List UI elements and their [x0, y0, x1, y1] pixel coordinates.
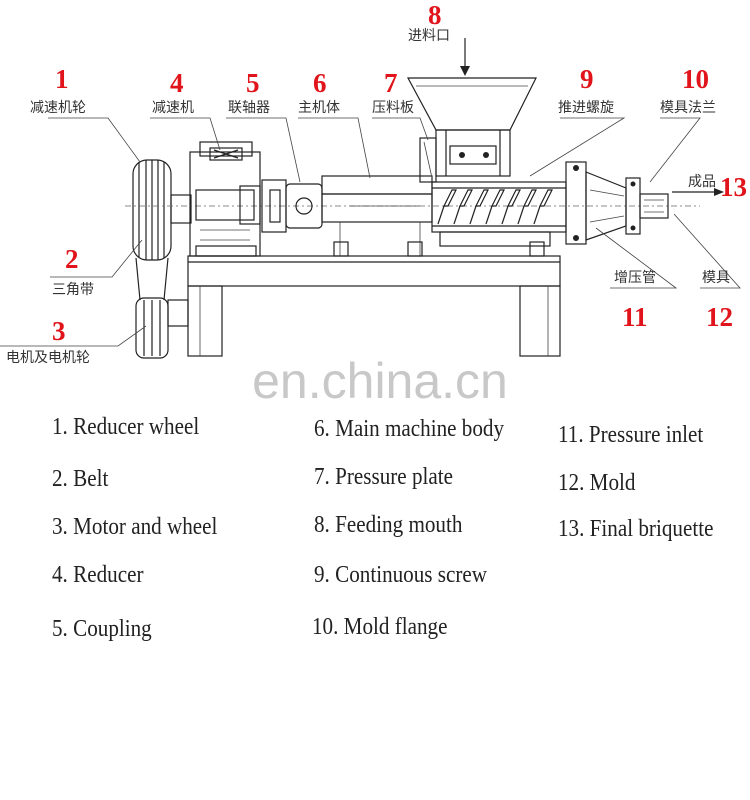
callout-number-12: 12: [706, 302, 733, 332]
callout-number-10: 10: [682, 64, 709, 94]
callout-label-4: 减速机: [152, 100, 194, 116]
reducer-wheel-shape: [132, 159, 192, 261]
watermark-text: en.china.cn: [252, 353, 508, 409]
machine-frame: [187, 255, 561, 357]
main-body-shape: [321, 175, 433, 257]
screw-barrel-shape: [431, 181, 567, 257]
legend-item-11: 11. Pressure inlet: [558, 422, 704, 448]
callout-number-2: 2: [65, 244, 79, 274]
legend-item-1: 1. Reducer wheel: [52, 414, 200, 440]
callout-label-5: 联轴器: [228, 100, 270, 116]
callout-label-6: 主机体: [298, 100, 340, 116]
legend-item-12: 12. Mold: [558, 470, 636, 496]
pressure-tube-shape: [565, 161, 627, 245]
legend-item-10: 10. Mold flange: [312, 614, 448, 640]
pressure-plate-shape: [419, 137, 437, 183]
callout-label-12: 模具: [702, 270, 730, 286]
leader-lines: [0, 117, 741, 347]
output-arrow: [672, 188, 724, 196]
callout-number-7: 7: [384, 68, 398, 98]
mold-shape: [639, 193, 669, 219]
legend-item-6: 6. Main machine body: [314, 416, 505, 442]
callout-number-8: 8: [428, 0, 442, 30]
motor-wheel-shape: [135, 297, 189, 359]
briquette-machine-diagram: 1 减速机轮 2 三角带 3 电机及电机轮 4 减速机 5 联轴器 6 主机体 …: [0, 0, 747, 366]
callout-number-4: 4: [170, 68, 184, 98]
callout-number-5: 5: [246, 68, 260, 98]
legend-item-13: 13. Final briquette: [558, 516, 714, 542]
legend-item-5: 5. Coupling: [52, 616, 152, 642]
callout-label-7: 压料板: [372, 100, 414, 116]
callout-label-9: 推进螺旋: [558, 100, 614, 116]
legend-item-3: 3. Motor and wheel: [52, 514, 218, 540]
callout-label-8: 进料口: [408, 28, 450, 44]
legend-item-4: 4. Reducer: [52, 562, 144, 588]
callout-number-1: 1: [55, 64, 69, 94]
callout-label-13: 成品: [688, 174, 716, 190]
legend-item-7: 7. Pressure plate: [314, 464, 454, 490]
legend-item-9: 9. Continuous screw: [314, 562, 488, 588]
callout-label-2: 三角带: [52, 282, 94, 298]
callout-number-9: 9: [580, 64, 594, 94]
legend-item-2: 2. Belt: [52, 466, 109, 492]
callout-label-11: 增压管: [614, 270, 656, 286]
legend-item-8: 8. Feeding mouth: [314, 512, 463, 538]
callout-label-10: 模具法兰: [660, 100, 716, 116]
callout-number-13: 13: [720, 172, 747, 202]
callout-number-6: 6: [313, 68, 327, 98]
callout-label-3: 电机及电机轮: [6, 350, 90, 366]
feeding-hopper-shape: [406, 77, 537, 177]
callout-number-11: 11: [622, 302, 648, 332]
reducer-shape: [189, 141, 261, 257]
callout-number-3: 3: [52, 316, 66, 346]
callout-label-1: 减速机轮: [30, 100, 86, 116]
belt-shape: [135, 257, 169, 301]
feed-arrow: [460, 38, 470, 76]
